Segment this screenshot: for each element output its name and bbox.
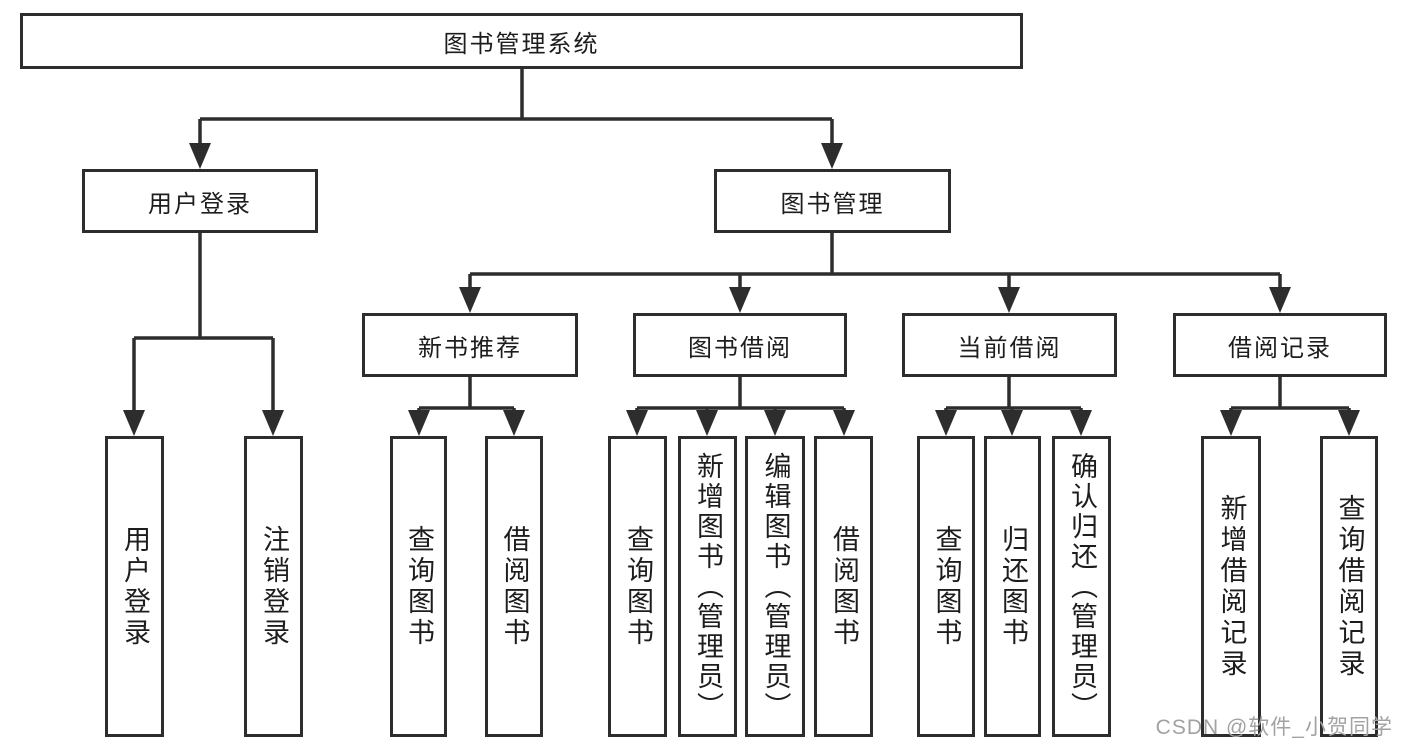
connector-root-to-level1 <box>189 69 843 169</box>
node-new-book-recommendation: 新书推荐 <box>362 313 578 377</box>
connector-book-borrowing-to-leaves <box>626 377 855 436</box>
leaf-query-book-recommend-label: 查询图书 <box>404 524 434 649</box>
node-borrowing-records-label: 借阅记录 <box>1228 334 1332 362</box>
arrowhead <box>821 143 843 169</box>
arrowhead <box>189 143 211 169</box>
leaf-user-login-label: 用户登录 <box>120 524 150 649</box>
arrowhead <box>262 410 284 436</box>
leaf-edit-book-admin: 编辑图书（管理员） <box>745 436 805 737</box>
connector-current-borrowing-to-leaves <box>935 377 1092 436</box>
node-borrowing-records: 借阅记录 <box>1173 313 1387 377</box>
leaf-confirm-return-admin: 确认归还（管理员） <box>1052 436 1111 737</box>
leaf-logout-label: 注销登录 <box>259 524 289 649</box>
arrowhead <box>459 287 481 313</box>
leaf-borrow-book: 借阅图书 <box>814 436 873 737</box>
arrowhead <box>696 410 718 436</box>
arrowhead <box>833 410 855 436</box>
arrowhead <box>1001 410 1023 436</box>
connector-borrowing-records-to-leaves <box>1220 377 1360 436</box>
arrowhead <box>935 410 957 436</box>
node-root-label: 图书管理系统 <box>443 30 600 58</box>
arrowhead <box>1269 287 1291 313</box>
node-user-login: 用户登录 <box>82 169 318 233</box>
leaf-add-borrow-record: 新增借阅记录 <box>1201 436 1261 737</box>
node-book-management-label: 图书管理 <box>780 190 885 218</box>
node-current-borrowing-label: 当前借阅 <box>957 334 1062 362</box>
leaf-query-book-current: 查询图书 <box>917 436 975 737</box>
connector-new-book-recommendation-to-leaves <box>408 377 525 436</box>
leaf-query-borrow-record-label: 查询借阅记录 <box>1334 493 1365 680</box>
leaf-query-book-borrowing: 查询图书 <box>608 436 667 737</box>
leaf-user-login: 用户登录 <box>105 436 164 737</box>
leaf-borrow-book-label: 借阅图书 <box>829 524 859 649</box>
leaf-edit-book-admin-label: 编辑图书（管理员） <box>760 451 791 722</box>
node-new-book-recommendation-label: 新书推荐 <box>418 334 522 362</box>
arrowhead <box>626 410 648 436</box>
arrowhead <box>408 410 430 436</box>
node-book-management: 图书管理 <box>714 169 951 233</box>
arrowhead <box>1220 410 1242 436</box>
leaf-confirm-return-admin-label: 确认归还（管理员） <box>1067 451 1097 722</box>
leaf-return-book: 归还图书 <box>984 436 1041 737</box>
leaf-query-borrow-record: 查询借阅记录 <box>1320 436 1378 737</box>
leaf-add-book-admin-label: 新增图书（管理员） <box>693 451 723 722</box>
arrowhead <box>998 287 1020 313</box>
leaf-borrow-book-recommend-label: 借阅图书 <box>499 524 530 649</box>
leaf-borrow-book-recommend: 借阅图书 <box>485 436 543 737</box>
arrowhead <box>729 287 751 313</box>
node-book-borrowing-label: 图书借阅 <box>688 334 792 362</box>
leaf-return-book-label: 归还图书 <box>998 524 1028 649</box>
node-root-system: 图书管理系统 <box>20 13 1023 69</box>
arrowhead <box>1338 410 1360 436</box>
arrowhead <box>764 410 786 436</box>
leaf-add-borrow-record-label: 新增借阅记录 <box>1216 493 1247 680</box>
leaf-query-book-recommend: 查询图书 <box>390 436 447 737</box>
leaf-add-book-admin: 新增图书（管理员） <box>678 436 737 737</box>
connector-user-login-to-leaves <box>123 233 284 436</box>
node-book-borrowing: 图书借阅 <box>633 313 847 377</box>
connector-book-management-to-level2 <box>459 233 1291 313</box>
leaf-query-book-borrowing-label: 查询图书 <box>623 524 653 649</box>
arrowhead <box>503 410 525 436</box>
leaf-query-book-current-label: 查询图书 <box>931 524 962 649</box>
arrowhead <box>1070 410 1092 436</box>
leaf-logout: 注销登录 <box>244 436 303 737</box>
node-user-login-label: 用户登录 <box>148 190 252 218</box>
arrowhead <box>123 410 145 436</box>
csdn-watermark: CSDN @软件_小贺同学 <box>1155 716 1393 739</box>
node-current-borrowing: 当前借阅 <box>902 313 1117 377</box>
